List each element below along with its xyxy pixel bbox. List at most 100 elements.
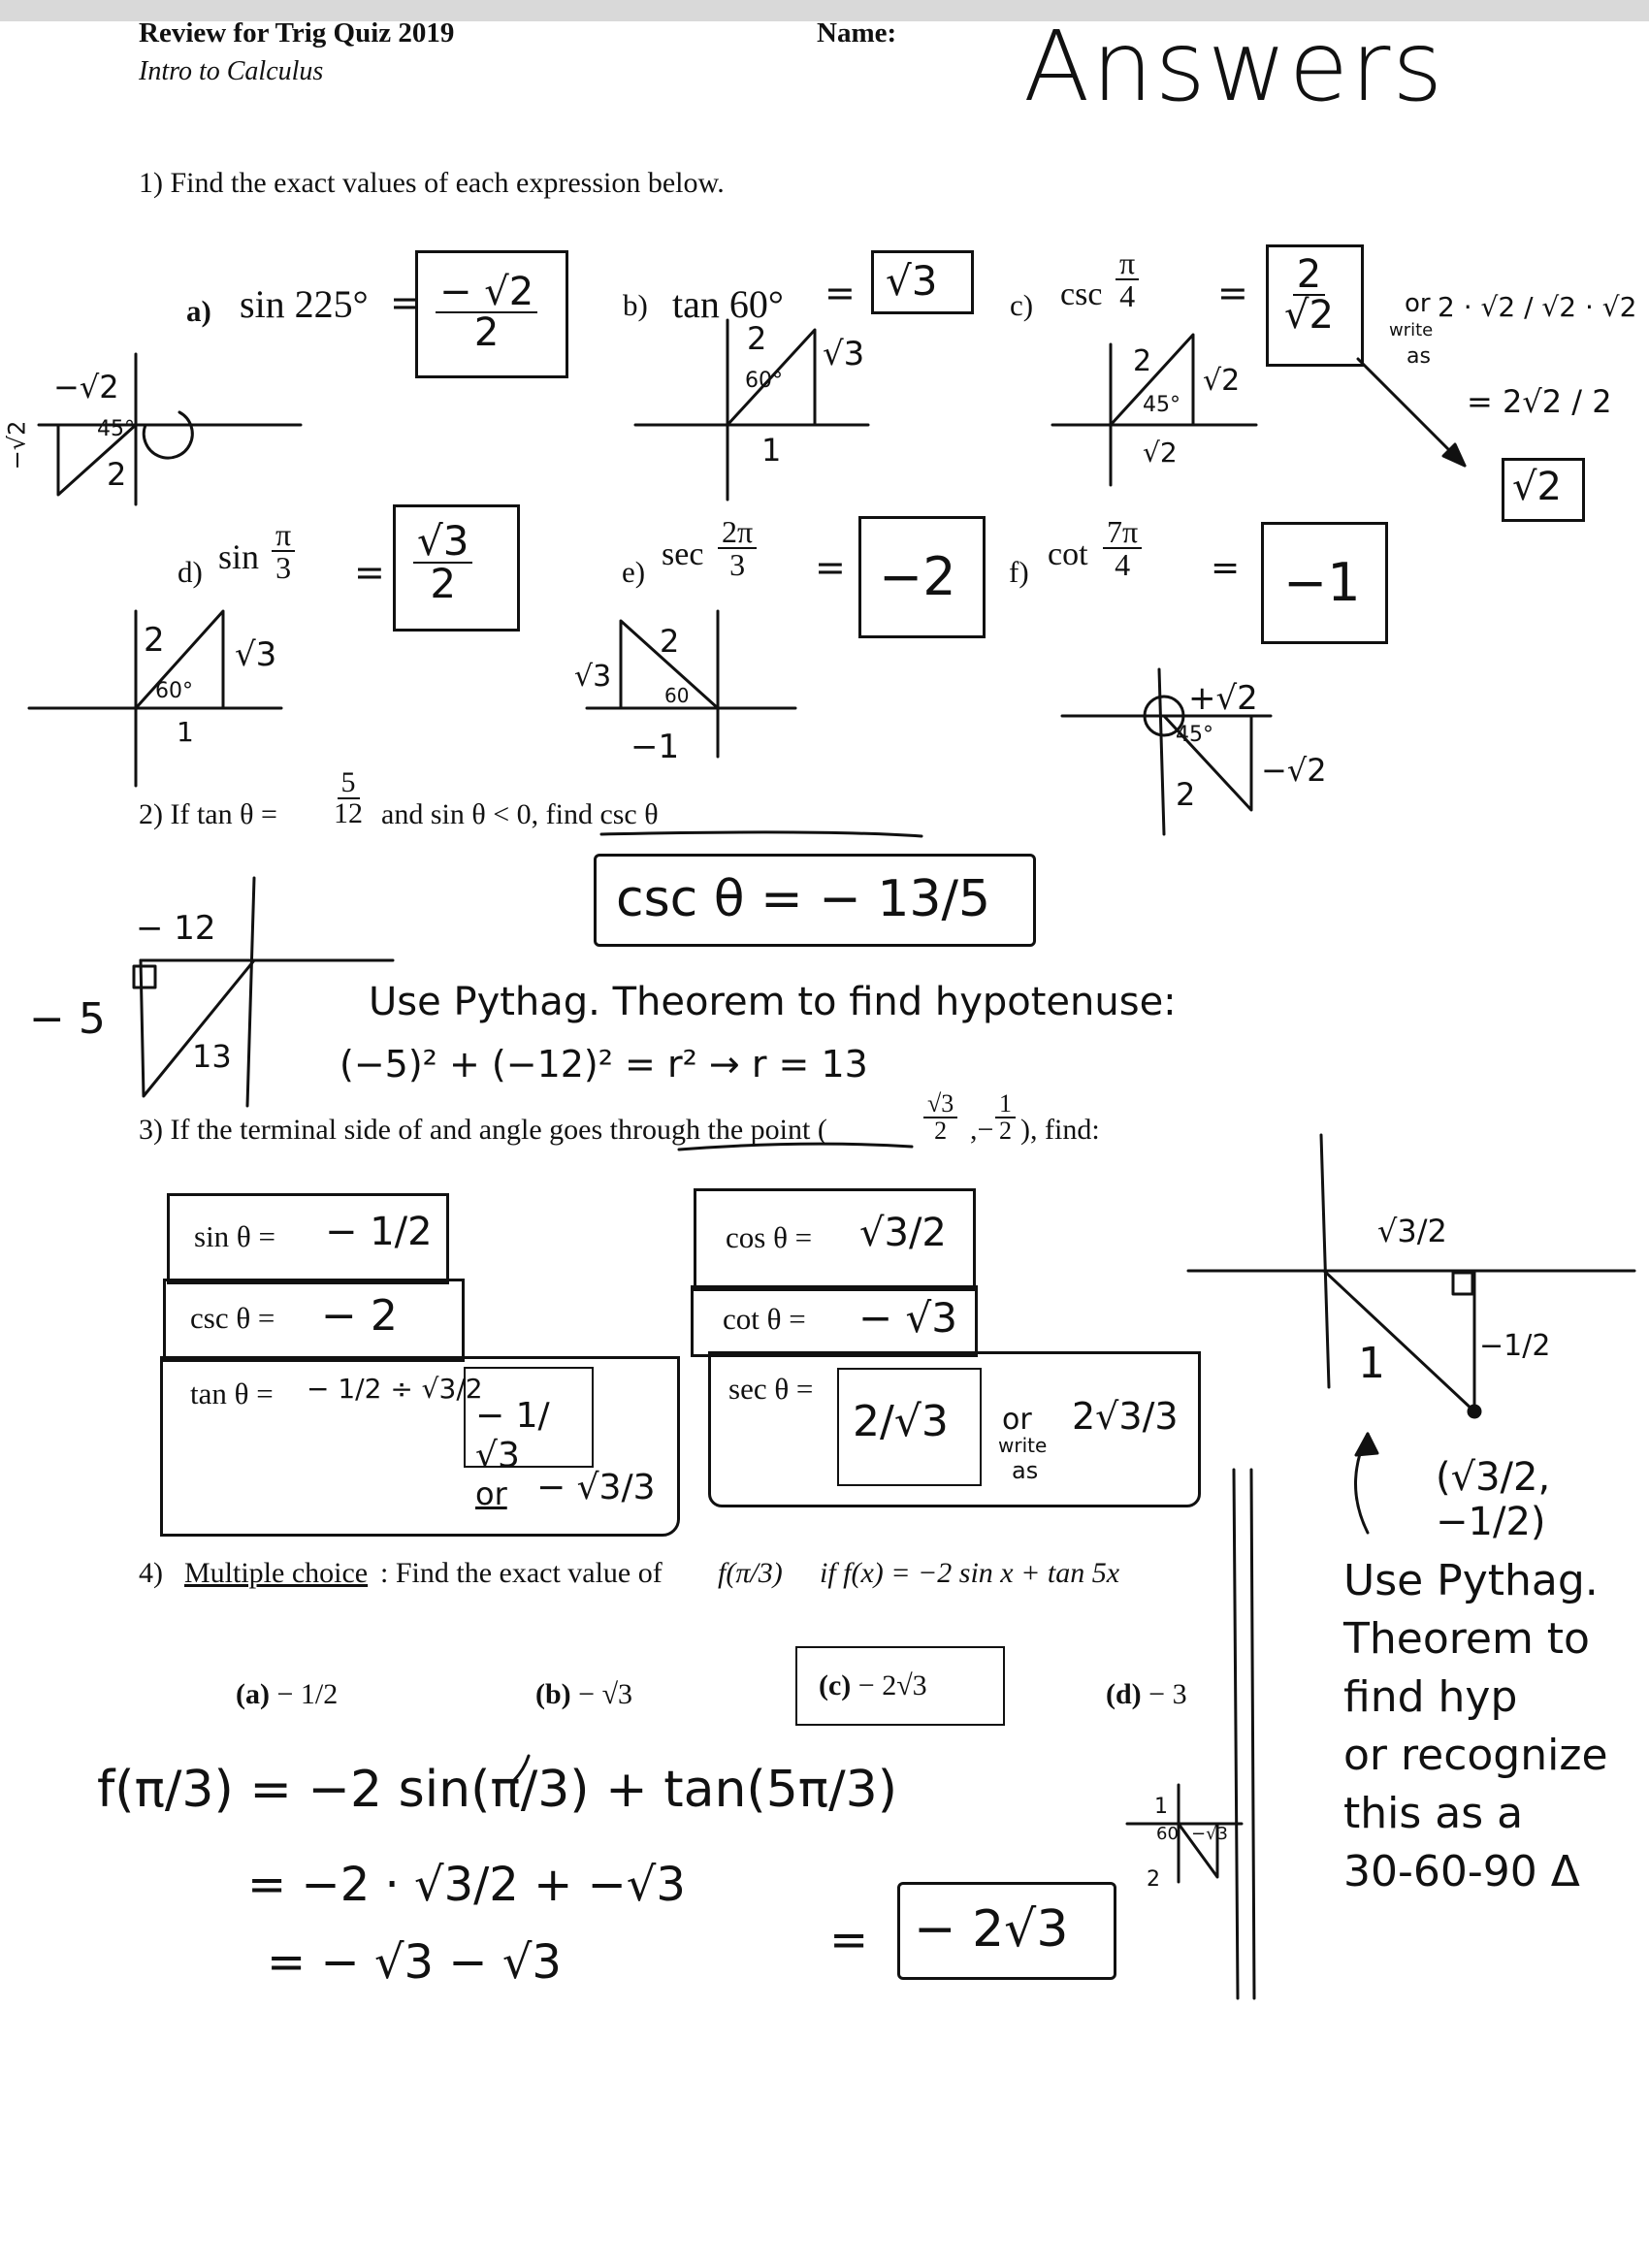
q1e-label: e) [622,555,646,589]
q1b-triangle-hypotenuse: 2 [747,320,767,357]
q1b-triangle-adjacent: 1 [761,432,782,469]
q4-work-equals: = [829,1913,869,1967]
q1d-equals: = [354,551,385,594]
q1d-triangle [134,609,225,710]
q1b-equals: = [824,272,856,314]
q1f-answer: −1 [1283,552,1361,613]
q3-sec-or: or [1002,1403,1032,1437]
q1e-answer-box: −2 [858,516,986,638]
q3-sin-label: sin θ = [194,1219,276,1253]
q1a-answer-numerator: − √2 [436,273,538,313]
q1d-triangle-adjacent: 1 [177,716,194,748]
q1c-label: c) [1010,288,1034,322]
q4-option-d: (d) − 3 [1106,1678,1187,1711]
q3-note-line1: Use Pythag. [1343,1556,1599,1605]
q4-option-c-box: (c) − 2√3 [795,1646,1005,1726]
worksheet-subtitle: Intro to Calculus [139,56,324,86]
q1e-triangle [619,619,720,710]
q1e-triangle-angle: 60 [664,684,690,707]
q3-note-line4: or recognize [1343,1731,1608,1780]
q1b-answer: √3 [886,257,938,305]
q1e-answer: −2 [879,546,956,607]
q4-option-d-label: (d) [1106,1678,1142,1710]
q1f-triangle-opposite: −√2 [1261,752,1327,789]
q1d-triangle-hypotenuse: 2 [144,621,165,660]
q1a-angle-arc [142,410,194,460]
q1c-alt-final: √2 [1512,465,1562,509]
q4-triangle-angle: 60 [1156,1824,1179,1844]
q1f-triangle-hypotenuse: 2 [1176,776,1196,813]
q3-diagram-point: (√3/2, −1/2) [1436,1455,1551,1544]
q1c-alt-as: as [1406,344,1431,369]
q1c-triangle-adjacent: √2 [1143,437,1178,469]
q3-diagram-y-side: −1/2 [1479,1329,1551,1363]
q3-csc-box: csc θ = − 2 [163,1279,465,1362]
q3-y-axis [1319,1133,1331,1389]
q4-option-a: (a) − 1/2 [236,1678,338,1711]
q1c-triangle-opposite: √2 [1203,364,1241,398]
q1a-triangle-angle: 45° [97,417,135,441]
q1b-triangle [726,328,817,427]
q4-triangle-opposite: −√3 [1191,1824,1229,1844]
q3-cos-label: cos θ = [726,1220,813,1254]
q1d-function: sin [218,537,260,576]
q1e-function: sec [662,536,704,572]
q2-triangle [139,958,256,1098]
q1d-answer-denominator: 2 [430,560,457,607]
q1a-triangle-hypotenuse: 2 [107,456,127,493]
q1d-triangle-opposite: √3 [235,635,277,674]
q2-work-line1: Use Pythag. Theorem to find hypotenuse: [369,980,1177,1024]
q3-sec-box: sec θ = 2/√3 or write as 2√3/3 [708,1351,1201,1507]
q2-triangle-opposite: − 5 [29,994,106,1044]
q4-answer-box: − 2√3 [897,1882,1116,1980]
q4-option-a-value: − 1/2 [276,1678,339,1710]
q1c-answer-box: 2 √2 [1266,244,1364,367]
q3-tan-answer: − 1/√3 [475,1396,550,1475]
q4-prompt-end: if f(x) = −2 sin x + tan 5x [820,1557,1120,1589]
divider-line-2 [1249,1468,1256,2000]
q3-tan-alt: − √3/3 [536,1468,656,1507]
q3-diagram-hypotenuse: 1 [1358,1339,1385,1388]
q2-triangle-adjacent: − 12 [136,909,216,948]
q1c-alt-step: = 2√2 / 2 [1467,383,1612,420]
q3-note-line2: Theorem to [1343,1614,1590,1664]
q1c-equals: = [1217,272,1248,314]
q1c-triangle [1109,333,1195,427]
q2-fraction-denominator: 12 [334,797,363,829]
q1c-alt-or: or [1405,289,1431,318]
q1b-answer-box: √3 [871,250,974,314]
q4-prompt-number: 4) [139,1557,163,1589]
q1c-alt-expression: 2 · √2 / √2 · √2 [1438,291,1637,323]
q2-answer-box: csc θ = − 13/5 [594,854,1036,947]
q1c-denominator: 4 [1119,278,1136,313]
q2-prompt-prefix: 2) If tan θ = [139,798,277,830]
q3-prompt: 3) If the terminal side of and angle goe… [139,1114,827,1146]
q4-triangle [1177,1822,1219,1879]
q1c-answer-denominator: √2 [1284,293,1334,338]
q4-triangle-adjacent: 1 [1154,1795,1168,1819]
q1c-alt-final-box: √2 [1502,458,1585,522]
q4-prompt-multiple-choice: Multiple choice [184,1557,369,1589]
q4-work-line1: f(π/3) = −2 sin(π/3) + tan(5π/3) [97,1761,897,1819]
q3-underline [677,1142,914,1151]
q2-right-angle [132,964,157,989]
q1a-answer-denominator: 2 [473,310,500,355]
q4-option-c-label: (c) [819,1669,852,1701]
q3-tan-answer-box: − 1/√3 [464,1367,594,1475]
q1e-equals: = [815,546,846,589]
q3-arrow-head [1354,1432,1379,1457]
q3-point-y-numerator: 1 [995,1091,1016,1118]
q1e-numerator: 2π [718,516,758,549]
q3-point-x-denominator: 2 [934,1117,948,1145]
q4-work-line2: = −2 · √3/2 + −√3 [247,1858,686,1912]
q4-option-b: (b) − √3 [535,1678,632,1711]
q4-prompt-f: f(π/3) [718,1557,783,1589]
q4-option-c: (c) − 2√3 [819,1669,927,1702]
q1c-triangle-hypotenuse: 2 [1133,344,1152,378]
q3-point-y-denominator: 2 [999,1117,1012,1145]
q4-option-a-label: (a) [236,1678,270,1710]
q2-underline [599,830,923,838]
q3-tan-step: − 1/2 ÷ √3/2 [307,1373,483,1405]
scan-top-edge [0,0,1649,21]
